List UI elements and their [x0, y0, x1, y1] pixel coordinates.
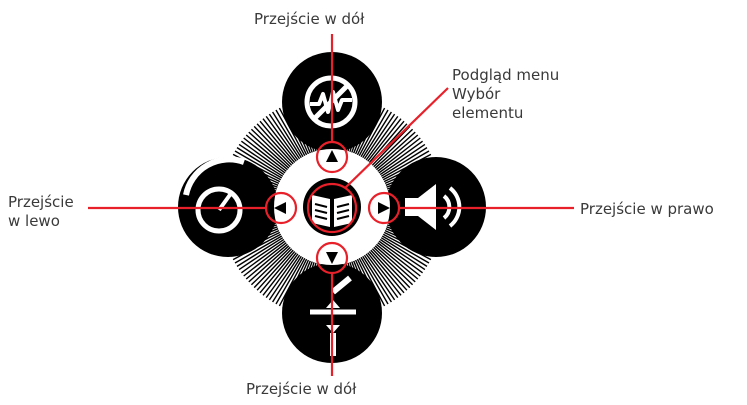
- center-button[interactable]: [303, 178, 361, 236]
- menu-label-line2: Wybór: [452, 85, 559, 104]
- up-navigation-label: Przejście w dół: [254, 10, 364, 29]
- left-label-line1: Przejście: [8, 193, 74, 212]
- menu-label-line1: Podgląd menu: [452, 66, 559, 85]
- menu-select-label: Podgląd menu Wybór elementu: [452, 66, 559, 123]
- right-navigation-label: Przejście w prawo: [580, 200, 714, 219]
- left-label-line2: w lewo: [8, 212, 74, 231]
- down-navigation-label: Przejście w dół: [246, 380, 356, 399]
- menu-label-line3: elementu: [452, 104, 559, 123]
- left-navigation-label: Przejście w lewo: [8, 193, 74, 231]
